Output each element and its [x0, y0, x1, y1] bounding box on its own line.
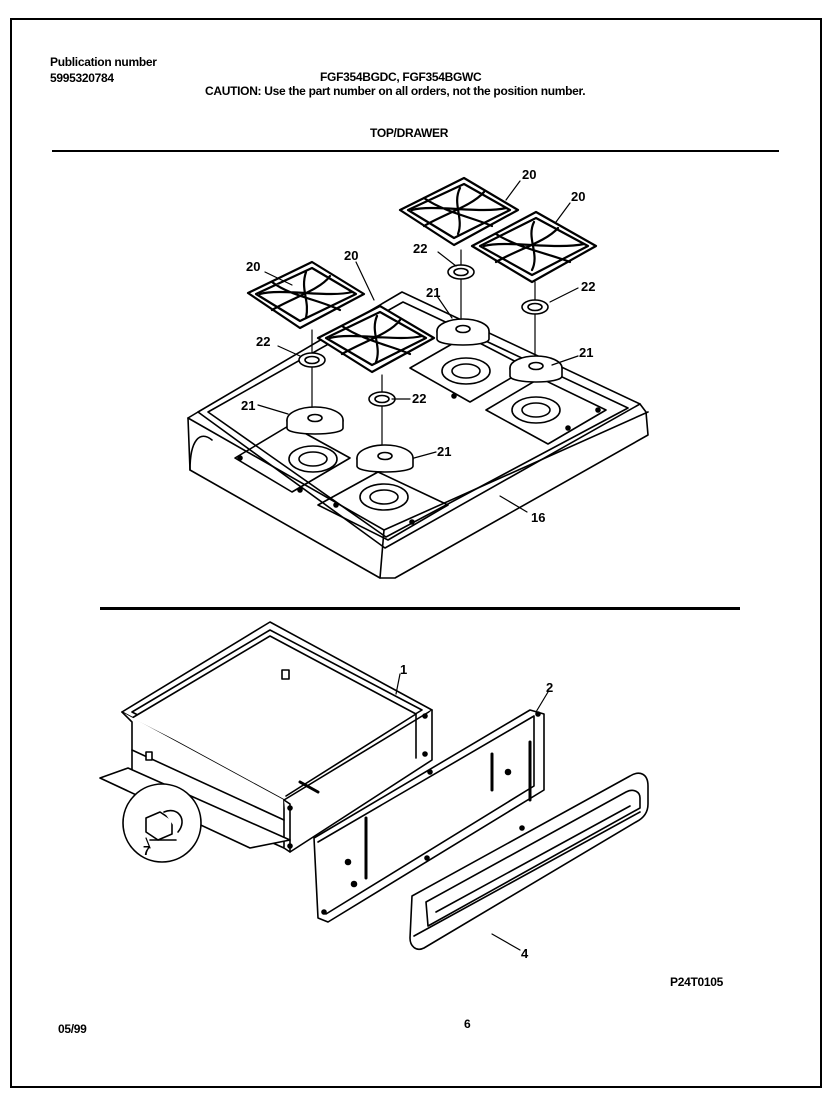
callout-burner-cap-d: 22 — [412, 391, 426, 406]
drawer-body — [121, 621, 433, 853]
callout-burner-head-d: 21 — [437, 444, 451, 459]
burner-caps — [298, 264, 549, 407]
callout-grate-b: 20 — [344, 248, 358, 263]
section-title: TOP/DRAWER — [370, 126, 449, 140]
callout-burner-head-c: 21 — [241, 398, 255, 413]
burner-heads — [286, 318, 563, 473]
drawer-roller-detail — [99, 767, 291, 863]
callout-burner-cap-b: 22 — [581, 279, 595, 294]
callout-drawer-handle-panel: 4 — [521, 946, 529, 961]
caution-note: CAUTION: Use the part number on all orde… — [205, 84, 586, 98]
page-frame — [10, 18, 822, 1088]
drawer-handle-panel — [409, 772, 649, 951]
callout-cooktop: 16 — [531, 510, 545, 525]
callout-burner-cap-c: 22 — [256, 334, 270, 349]
alignment-lines — [311, 249, 536, 446]
revision-date: 05/99 — [58, 1022, 87, 1036]
section-divider — [100, 607, 740, 610]
cooktop-leader-lines — [257, 180, 579, 513]
callout-burner-head-a: 21 — [426, 285, 440, 300]
figure-code: P24T0105 — [670, 975, 723, 989]
burner-grates — [246, 176, 598, 374]
page-number: 6 — [464, 1017, 471, 1031]
callout-burner-head-b: 21 — [579, 345, 593, 360]
callout-grate-a: 20 — [246, 259, 260, 274]
drawer-leader-lines — [145, 673, 549, 951]
publication-label: Publication number — [50, 55, 157, 69]
callout-drawer-body: 1 — [400, 662, 407, 677]
callout-drawer-front-panel: 2 — [546, 680, 553, 695]
header-divider — [52, 150, 779, 152]
callout-grate-d: 20 — [571, 189, 585, 204]
callout-drawer-roller: 7 — [143, 843, 150, 858]
callout-grate-c: 20 — [522, 167, 536, 182]
publication-number: 5995320784 — [50, 71, 114, 85]
callout-burner-cap-a: 22 — [413, 241, 427, 256]
model-numbers: FGF354BGDC, FGF354BGWC — [320, 70, 482, 84]
drawer-front-panel — [313, 709, 545, 923]
callout-numbers: 20 20 20 20 22 22 22 22 21 21 21 21 16 1… — [143, 167, 595, 961]
